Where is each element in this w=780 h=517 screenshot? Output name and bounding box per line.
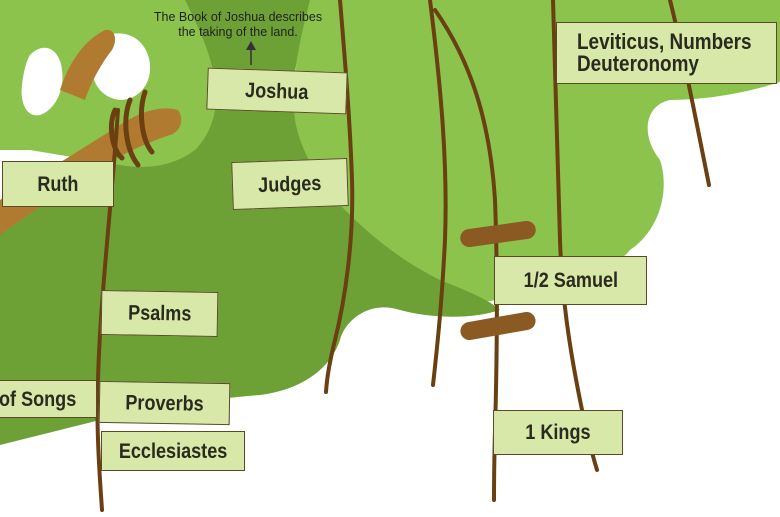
sign-judges: Judges (231, 157, 349, 211)
sign-samuel-label: 1/2 Samuel (523, 269, 618, 292)
rung-upper (460, 220, 536, 248)
annotation-line-1: The Book of Joshua describes (153, 10, 323, 24)
sky-gap (21, 47, 63, 116)
joshua-annotation: The Book of Joshua describes the taking … (138, 10, 338, 40)
ladder-rungs (460, 220, 536, 341)
sign-kings-label: 1 Kings (525, 421, 591, 444)
sign-ruth-label: Ruth (37, 172, 79, 196)
vine-3 (428, 0, 448, 387)
sign-joshua: Joshua (206, 67, 348, 115)
branch-upper (60, 29, 116, 100)
up-arrow-icon (246, 41, 256, 65)
sign-joshua-label: Joshua (244, 78, 310, 104)
sign-leviticus-line-1: Leviticus, Numbers (577, 29, 752, 54)
sign-kings: 1 Kings (493, 410, 623, 455)
sign-judges-label: Judges (257, 171, 323, 197)
sign-proverbs-label: Proverbs (125, 390, 204, 416)
sign-ecclesiastes: Ecclesiastes (101, 431, 245, 471)
rung-lower (460, 311, 536, 341)
vine-coils (109, 89, 155, 168)
sign-psalms: Psalms (100, 289, 219, 338)
sign-leviticus-line-2: Deuteronomy (577, 51, 699, 76)
sign-samuel: 1/2 Samuel (494, 256, 647, 305)
sign-leviticus-numbers-deuteronomy: Leviticus, Numbers Deuteronomy (556, 22, 777, 84)
sign-ecclesiastes-label: Ecclesiastes (118, 439, 228, 463)
sign-ruth: Ruth (2, 161, 114, 207)
sign-proverbs: Proverbs (98, 380, 231, 426)
sign-song-of-songs-label: of Songs (0, 387, 77, 411)
sign-song-of-songs: of Songs (0, 380, 97, 418)
sign-psalms-label: Psalms (127, 301, 192, 326)
annotation-line-2: the taking of the land. (178, 25, 298, 39)
